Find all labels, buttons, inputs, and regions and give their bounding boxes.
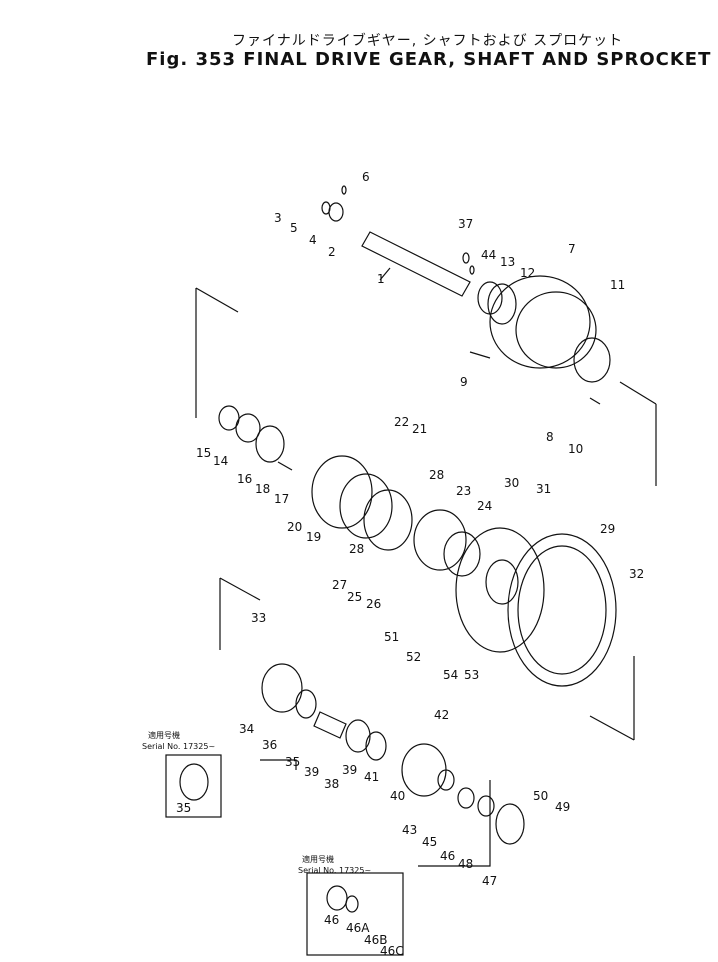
figure-title: Fig. 353 FINAL DRIVE GEAR, SHAFT AND SPR…	[146, 49, 712, 70]
callout-label: 39	[304, 765, 319, 779]
callout-label: 37	[458, 217, 473, 231]
callout-label: 46A	[346, 921, 370, 935]
bearing-ring	[328, 202, 344, 222]
callout-label: 7	[568, 242, 576, 256]
callout-label: 13	[500, 255, 515, 269]
serial-label-en: Serial No. 17325~	[142, 742, 215, 751]
shaft	[361, 231, 471, 297]
carrier	[401, 743, 447, 797]
callout-label: 54	[443, 668, 458, 682]
callout-label: 3	[274, 211, 282, 225]
callout-label: 4	[309, 233, 317, 247]
callout-label: 29	[600, 522, 615, 536]
callout-label: 27	[332, 578, 347, 592]
callout-label: 40	[390, 789, 405, 803]
callout-label: 52	[406, 650, 421, 664]
callout-label: 47	[482, 874, 497, 888]
callout-label: 18	[255, 482, 270, 496]
callout-label: 53	[464, 668, 479, 682]
callout-label: 36	[262, 738, 277, 752]
callout-label: 26	[366, 597, 381, 611]
callout-label: 31	[536, 482, 551, 496]
callout-label: 28	[349, 542, 364, 556]
callout-label: 48	[458, 857, 473, 871]
callout-label: 46	[324, 913, 339, 927]
callout-label: 5	[290, 221, 298, 235]
callout-label: 50	[533, 789, 548, 803]
callout-label: 33	[251, 611, 266, 625]
callout-label: 1	[377, 272, 385, 286]
callout-label: 49	[555, 800, 570, 814]
callout-label: 28	[429, 468, 444, 482]
callout-label: 32	[629, 567, 644, 581]
callout-label: 39	[342, 763, 357, 777]
callout-label: 35	[285, 755, 300, 769]
sprocket	[507, 533, 617, 687]
callout-label: 17	[274, 492, 289, 506]
title-japanese: ファイナルドライブギヤー, シャフトおよび スプロケット	[232, 33, 624, 49]
callout-label: 8	[546, 430, 554, 444]
inset-box-46	[306, 872, 404, 956]
callout-label: 12	[520, 266, 535, 280]
hub	[455, 527, 545, 653]
serial-label-jp: 適用号機	[148, 730, 180, 740]
callout-label: 51	[384, 630, 399, 644]
callout-label: 15	[196, 446, 211, 460]
callout-label: 2	[328, 245, 336, 259]
callout-label: 11	[610, 278, 625, 292]
callout-label: 30	[504, 476, 519, 490]
callout-label: 23	[456, 484, 471, 498]
final-drive-gear	[489, 275, 591, 369]
callout-label: 21	[412, 422, 427, 436]
callout-label: 6	[362, 170, 370, 184]
callout-label: 42	[434, 708, 449, 722]
callout-label: 35	[176, 801, 191, 815]
callout-label: 46C	[380, 944, 404, 958]
serial-label-en: Serial No. 17325~	[298, 866, 371, 875]
callout-label: 22	[394, 415, 409, 429]
inset-box-35	[165, 754, 222, 818]
callout-label: 9	[460, 375, 468, 389]
callout-label: 38	[324, 777, 339, 791]
callout-label: 46	[440, 849, 455, 863]
callout-label: 45	[422, 835, 437, 849]
serial-label-jp: 適用号機	[302, 854, 334, 864]
callout-labels: 1 2 3 4 5 6 7 8 9 10 11 12 13 14 15 16 1…	[176, 170, 644, 958]
callout-label: 25	[347, 590, 362, 604]
callout-label: 44	[481, 248, 496, 262]
callout-label: 14	[213, 454, 228, 468]
callout-label: 46B	[364, 933, 388, 947]
callout-label: 24	[477, 499, 492, 513]
callout-label: 43	[402, 823, 417, 837]
bearing-cage	[311, 455, 373, 529]
callout-label: 16	[237, 472, 252, 486]
callout-label: 19	[306, 530, 321, 544]
callout-label: 20	[287, 520, 302, 534]
callout-label: 41	[364, 770, 379, 784]
callout-label: 10	[568, 442, 583, 456]
callout-label: 34	[239, 722, 254, 736]
